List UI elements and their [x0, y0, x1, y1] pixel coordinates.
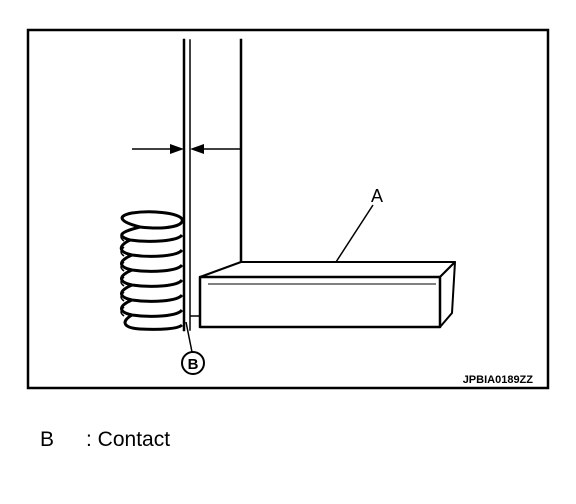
callout-b-label: B: [188, 356, 199, 373]
vertical-wall: [182, 38, 243, 332]
leader-line-a: [335, 204, 374, 263]
legend-key: B: [40, 428, 55, 451]
clearance-dimension: [132, 144, 240, 154]
leader-line-b: [185, 321, 193, 353]
diagram-figure: A B JPBIA0189ZZ: [26, 28, 550, 390]
part-label-a: A: [371, 186, 383, 206]
legend-description: : Contact: [86, 428, 171, 451]
legend: B : Contact: [0, 424, 576, 454]
callout-b-circle: [181, 351, 205, 375]
figure-frame: [26, 28, 550, 390]
coil-spring: [119, 210, 184, 331]
brush-block-a: [190, 261, 456, 329]
figure-code: JPBIA0189ZZ: [463, 374, 534, 386]
